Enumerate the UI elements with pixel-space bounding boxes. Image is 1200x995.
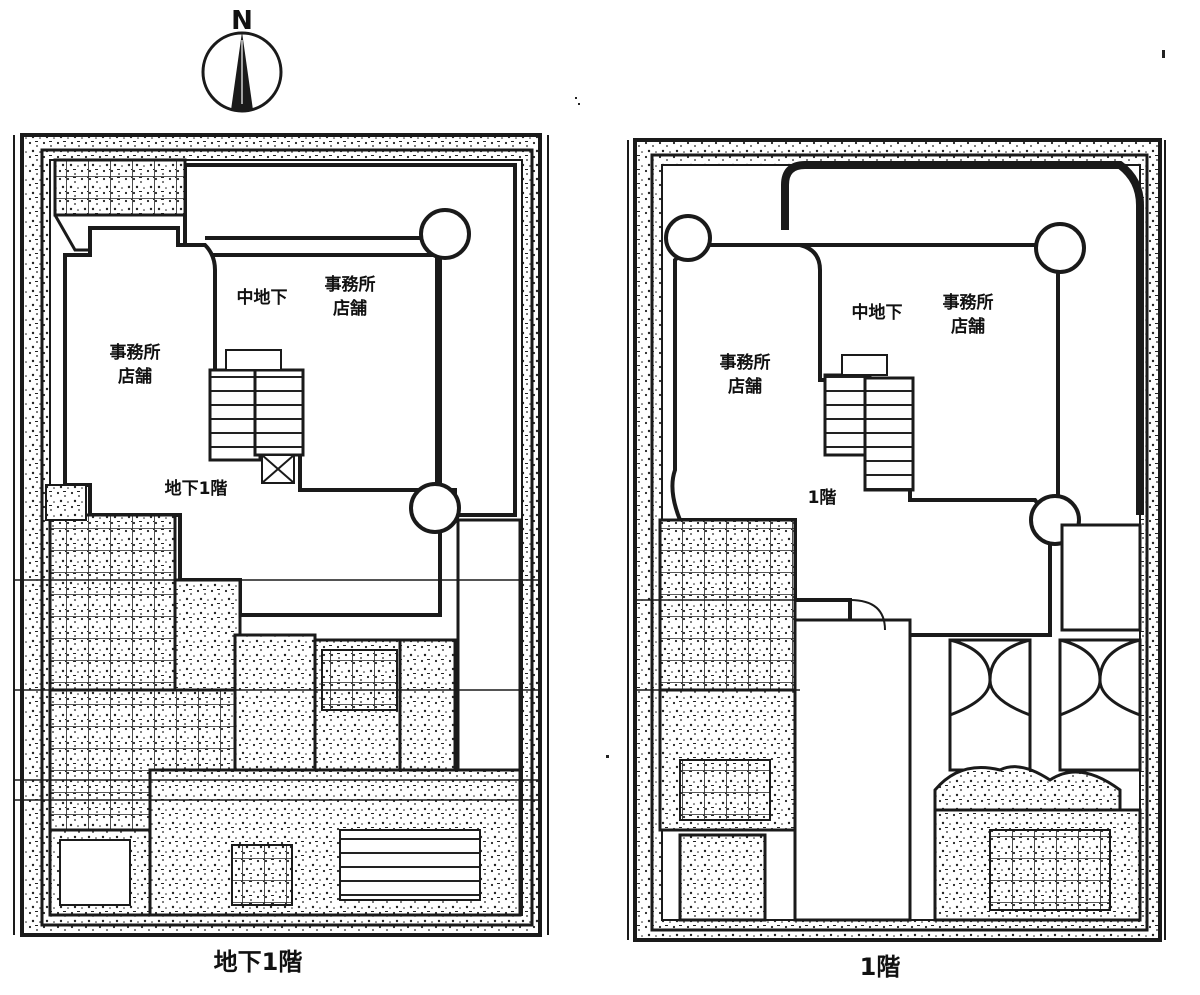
svg-text:店舗: 店舗: [333, 298, 367, 319]
plan-basement-1: [13, 133, 549, 937]
svg-text:店舗: 店舗: [951, 316, 985, 337]
room-office-shop-right-1f: 事務所 店舗: [943, 292, 994, 337]
room-mezzanine-1f: 中地下: [852, 302, 903, 323]
plan-caption-1f: 1階: [860, 953, 901, 981]
floor-label-b1: 地下1階: [165, 478, 228, 499]
svg-text:店舗: 店舗: [728, 376, 762, 397]
plan-floor-1: [627, 138, 1166, 942]
compass-north-letter: N: [231, 6, 253, 36]
room-mezzanine-b1: 中地下: [237, 287, 288, 308]
svg-text:店舗: 店舗: [118, 366, 152, 387]
floor-label-1f: 1階: [808, 488, 837, 508]
room-office-shop-left-b1: 事務所 店舗: [110, 342, 161, 387]
plan-caption-b1: 地下1階: [214, 948, 303, 976]
scan-specks: [575, 50, 1165, 758]
room-office-shop-left-1f: 事務所 店舗: [720, 352, 771, 397]
svg-text:事務所: 事務所: [720, 352, 771, 373]
svg-text:事務所: 事務所: [110, 342, 161, 363]
north-compass-icon: N: [201, 6, 283, 113]
svg-text:事務所: 事務所: [943, 292, 994, 313]
room-office-shop-right-b1: 事務所 店舗: [325, 274, 376, 319]
svg-text:事務所: 事務所: [325, 274, 376, 295]
